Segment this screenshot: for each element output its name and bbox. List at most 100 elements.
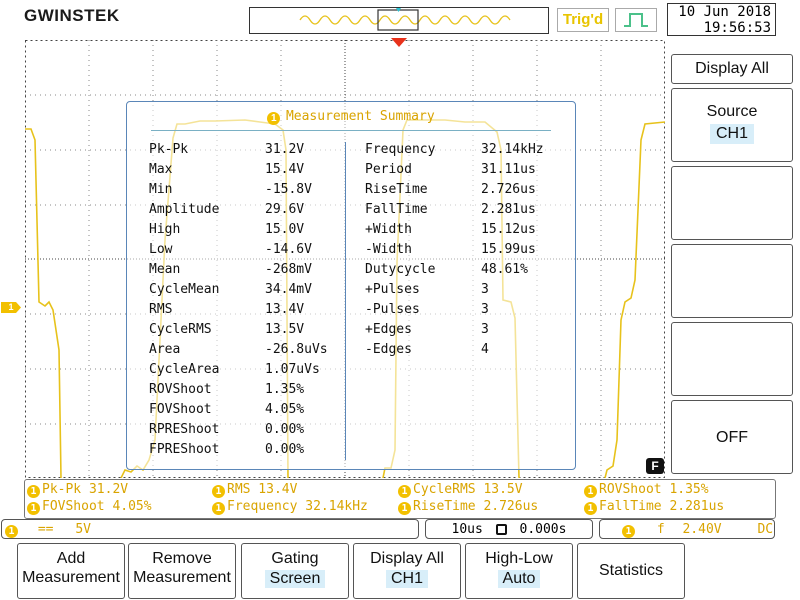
measurement-name: Period — [365, 162, 412, 177]
waveform-overview — [249, 7, 549, 34]
measurement-name: FOVShoot — [149, 402, 212, 417]
high-low-value: Auto — [497, 570, 541, 588]
add-measurement-button[interactable]: Add Measurement — [17, 543, 125, 599]
trigger-position-marker[interactable] — [391, 38, 407, 48]
measurement-value: 3 — [481, 302, 489, 317]
high-low-button[interactable]: High-Low Auto — [465, 543, 573, 599]
vertical-scale: 5V — [75, 522, 91, 537]
remove-measurement-label-1: Remove — [152, 550, 212, 567]
measurement-name: RMS — [149, 302, 173, 317]
coupling-icon: == — [37, 522, 54, 537]
measurement-name: -Width — [365, 242, 412, 257]
measurement-name: Mean — [149, 262, 181, 277]
time-text: 19:56:53 — [703, 20, 771, 36]
measurement-name: Frequency — [365, 142, 436, 157]
measurement-value: -26.8uVs — [265, 342, 328, 357]
measurement-strip-text: ROVShoot 1.35% — [599, 482, 709, 497]
info-icon: 1 — [267, 112, 281, 125]
measurement-value: 15.0V — [265, 222, 305, 237]
add-measurement-label-2: Measurement — [22, 569, 120, 586]
side-button-3[interactable] — [671, 244, 793, 318]
measurement-strip-text: FallTime 2.281us — [599, 499, 725, 514]
gating-label: Gating — [271, 550, 319, 567]
channel-1-badge-icon: 1 — [212, 485, 225, 498]
timebase-box[interactable]: 10us 0.000s — [425, 519, 593, 539]
display-all-value: CH1 — [385, 570, 428, 588]
date-text: 10 Jun 2018 — [678, 4, 771, 20]
measurement-value: 0.00% — [265, 442, 305, 457]
channel-1-badge-icon: 1 — [584, 485, 597, 498]
display-all-header: Display All — [671, 54, 793, 84]
off-button[interactable]: OFF — [671, 400, 793, 474]
measurement-strip-text: Pk-Pk 31.2V — [42, 482, 129, 497]
measurement-name: CycleArea — [149, 362, 220, 377]
channel-1-badge-icon: 1 — [398, 502, 411, 515]
trigger-level: 2.40V — [682, 522, 722, 537]
brand-logo: GWINSTEK — [24, 6, 120, 25]
measurement-strip-text: RiseTime 2.726us — [413, 499, 539, 514]
measurement-name: -Pulses — [365, 302, 420, 317]
side-menu: Display All Source CH1 OFF — [666, 52, 800, 476]
measurement-value: 4 — [481, 342, 489, 357]
measurement-name: +Pulses — [365, 282, 420, 297]
measurement-name: FPREShoot — [149, 442, 220, 457]
measurement-name: Area — [149, 342, 181, 357]
measurement-name: +Edges — [365, 322, 412, 337]
status-row: 1 == 5V 10us 0.000s 1 f 2.40V DC — [0, 519, 800, 541]
measurement-value: 31.2V — [265, 142, 305, 157]
remove-measurement-button[interactable]: Remove Measurement — [128, 543, 236, 599]
measurement-value: 3 — [481, 322, 489, 337]
function-key-icon[interactable]: F — [646, 458, 664, 474]
trigger-coupling: DC — [757, 522, 774, 537]
side-button-4[interactable] — [671, 322, 793, 396]
measurement-name: CycleRMS — [149, 322, 212, 337]
gating-button[interactable]: Gating Screen — [241, 543, 349, 599]
channel-1-badge-icon: 1 — [398, 485, 411, 498]
measurement-strip-text: RMS 13.4V — [227, 482, 298, 497]
display-all-label: Display All — [370, 550, 444, 567]
measurement-value: 4.05% — [265, 402, 305, 417]
measurement-value: 15.12us — [481, 222, 536, 237]
measurement-value: 34.4mV — [265, 282, 312, 297]
channel-badge: 1 — [5, 525, 18, 538]
measurement-name: RiseTime — [365, 182, 428, 197]
measurement-value: 31.11us — [481, 162, 536, 177]
measurement-name: FallTime — [365, 202, 428, 217]
title-divider — [151, 130, 551, 131]
add-measurement-label-1: Add — [56, 550, 86, 567]
summary-title: Measurement Summary — [285, 109, 435, 124]
measurement-value: 32.14kHz — [481, 142, 544, 157]
measurement-value: -14.6V — [265, 242, 312, 257]
measurement-name: Pk-Pk — [149, 142, 189, 157]
measurement-name: +Width — [365, 222, 412, 237]
trigger-box[interactable]: 1 f 2.40V DC — [599, 519, 775, 539]
measurement-value: 13.4V — [265, 302, 305, 317]
channel-1-marker[interactable]: 1 — [1, 302, 21, 313]
measurement-value: 0.00% — [265, 422, 305, 437]
measurement-name: Dutycycle — [365, 262, 436, 277]
measurement-name: Amplitude — [149, 202, 220, 217]
trigger-status: Trig'd — [557, 8, 609, 32]
channel-scale-box[interactable]: 1 == 5V — [1, 519, 419, 539]
measurement-value: -15.8V — [265, 182, 312, 197]
channel-1-badge-icon: 1 — [584, 502, 597, 515]
channel-1-badge-icon: 1 — [27, 502, 40, 515]
side-button-2[interactable] — [671, 166, 793, 240]
display-all-button[interactable]: Display All CH1 — [353, 543, 461, 599]
display-all-header-label: Display All — [695, 60, 769, 77]
measurement-value: 2.281us — [481, 202, 536, 217]
measurement-value: 48.61% — [481, 262, 528, 277]
measurement-name: ROVShoot — [149, 382, 212, 397]
measurement-value: 29.6V — [265, 202, 305, 217]
measurement-name: CycleMean — [149, 282, 220, 297]
measurement-value: 2.726us — [481, 182, 536, 197]
measurement-name: Min — [149, 182, 173, 197]
measurement-name: Max — [149, 162, 173, 177]
source-button[interactable]: Source CH1 — [671, 88, 793, 162]
statistics-button[interactable]: Statistics — [577, 543, 685, 599]
